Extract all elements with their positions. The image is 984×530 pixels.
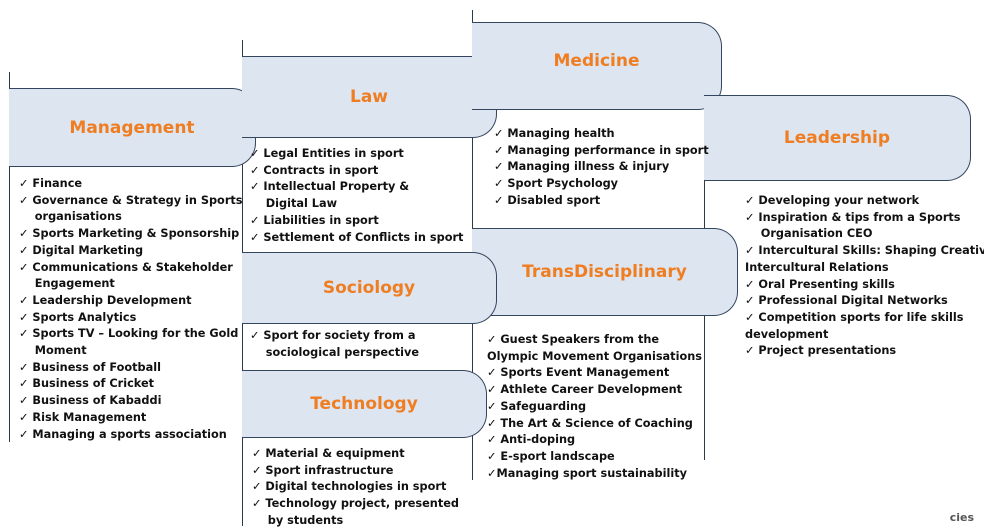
list-item: ✓ Technology project, presented xyxy=(252,497,459,511)
list-item: Olympic Movement Organisations xyxy=(487,349,702,363)
leadership-list: ✓ Developing your network ✓ Inspiration … xyxy=(745,193,984,360)
technology-list: ✓ Material & equipment ✓ Sport infrastru… xyxy=(252,446,459,530)
list-item: ✓ Liabilities in sport xyxy=(250,213,379,227)
technology-title: Technology xyxy=(310,394,418,414)
list-item: ✓ Project presentations xyxy=(745,344,897,358)
list-item: Moment xyxy=(19,344,87,358)
medicine-tab: Medicine xyxy=(472,22,722,110)
medicine-title: Medicine xyxy=(553,51,640,71)
list-item: ✓ Communications & Stakeholder xyxy=(19,260,233,274)
list-item: ✓ Settlement of Conflicts in sport xyxy=(250,230,464,244)
cies-logo: cies xyxy=(949,511,974,524)
list-item: ✓ Risk Management xyxy=(19,410,147,424)
list-item: ✓ Competition sports for life skills xyxy=(745,310,964,324)
management-title: Management xyxy=(69,117,195,138)
list-item: ✓ Contracts in sport xyxy=(250,163,379,177)
transdisciplinary-list: ✓ Guest Speakers from the Olympic Moveme… xyxy=(487,332,702,482)
list-item: development xyxy=(745,327,829,341)
list-item: ✓ Anti-doping xyxy=(487,433,576,447)
list-item: ✓ Managing performance in sport xyxy=(494,143,709,157)
list-item: ✓ Sports Analytics xyxy=(19,310,137,324)
technology-tab: Technology xyxy=(242,370,487,438)
law-tab: Law xyxy=(242,56,497,138)
list-item: ✓ Sports TV – Looking for the Gold xyxy=(19,327,239,341)
list-item: ✓Managing sport sustainability xyxy=(487,466,688,480)
leadership-tab: Leadership xyxy=(704,95,971,181)
list-item: Digital Law xyxy=(250,197,338,211)
list-item: ✓ Business of Cricket xyxy=(19,377,155,391)
list-item: ✓ Managing health xyxy=(494,127,615,140)
list-item: Organisation CEO xyxy=(745,227,873,241)
list-item: ✓ Managing illness & injury xyxy=(494,160,670,174)
law-title: Law xyxy=(349,87,388,107)
management-tab: Management xyxy=(9,88,256,167)
list-item: ✓ Sport for society from a xyxy=(250,329,416,342)
list-item: ✓ Digital Marketing xyxy=(19,243,144,257)
leadership-title: Leadership xyxy=(783,128,891,148)
sociology-title: Sociology xyxy=(322,278,416,298)
list-item: Engagement xyxy=(19,277,115,291)
list-item: ✓ Sports Marketing & Sponsorship xyxy=(19,227,240,241)
sociology-tab: Sociology xyxy=(242,252,497,324)
list-item: ✓ Digital technologies in sport xyxy=(252,480,447,494)
list-item: ✓ Professional Digital Networks xyxy=(745,294,948,308)
list-item: ✓ Intellectual Property & xyxy=(250,180,410,194)
management-list: ✓ Finance ✓ Governance & Strategy in Spo… xyxy=(19,176,243,443)
list-item: organisations xyxy=(19,210,122,224)
list-item: ✓ Finance xyxy=(19,177,83,190)
transdisciplinary-title: TransDisciplinary xyxy=(522,262,687,282)
list-item: ✓ Inspiration & tips from a Sports xyxy=(745,210,961,224)
list-item: ✓ Governance & Strategy in Sports xyxy=(19,193,243,207)
management-column-line xyxy=(9,72,10,442)
list-item: sociological perspective xyxy=(250,345,420,359)
list-item: ✓ E-sport landscape xyxy=(487,449,615,463)
medicine-list: ✓ Managing health ✓ Managing performance… xyxy=(494,126,709,210)
list-item: ✓ Sport infrastructure xyxy=(252,463,394,477)
list-item: ✓ Legal Entities in sport xyxy=(250,147,404,160)
list-item: ✓ Sports Event Management xyxy=(487,366,670,380)
list-item: ✓ Developing your network xyxy=(745,194,920,207)
list-item: ✓ The Art & Science of Coaching xyxy=(487,416,693,430)
list-item: ✓ Business of Kabaddi xyxy=(19,394,162,408)
list-item: ✓ Leadership Development xyxy=(19,293,192,307)
list-item: ✓ Intercultural Skills: Shaping Creative xyxy=(745,244,984,258)
list-item: Intercultural Relations xyxy=(745,260,889,274)
list-item: ✓ Disabled sport xyxy=(494,193,601,207)
list-item: ✓ Guest Speakers from the xyxy=(487,333,660,346)
list-item: ✓ Sport Psychology xyxy=(494,177,619,191)
sociology-list: ✓ Sport for society from a sociological … xyxy=(250,328,419,361)
list-item: ✓ Safeguarding xyxy=(487,399,587,413)
law-list: ✓ Legal Entities in sport ✓ Contracts in… xyxy=(250,146,463,246)
list-item: ✓ Oral Presenting skills xyxy=(745,277,895,291)
list-item: by students xyxy=(252,513,344,527)
transdisciplinary-tab: TransDisciplinary xyxy=(472,228,738,316)
list-item: ✓ Managing a sports association xyxy=(19,427,227,441)
list-item: ✓ Material & equipment xyxy=(252,447,405,460)
list-item: ✓ Business of Football xyxy=(19,360,161,374)
list-item: ✓ Athlete Career Development xyxy=(487,383,683,397)
